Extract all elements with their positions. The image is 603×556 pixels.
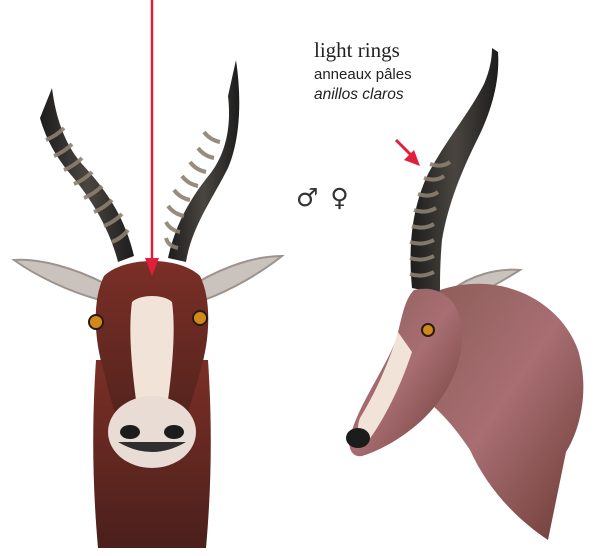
front-right-ear [198, 256, 282, 300]
red-pointer-arrow [396, 140, 420, 166]
front-right-eye [193, 311, 207, 325]
sex-symbols: ♂ ♀ [296, 184, 351, 213]
label-french: anneaux pâles [314, 66, 412, 83]
side-horn [410, 48, 498, 294]
front-left-horn [40, 88, 134, 262]
label-english: light rings [314, 38, 400, 62]
side-eye [422, 324, 434, 336]
front-left-ear [14, 260, 106, 300]
front-left-eye [89, 315, 103, 329]
front-view-head [14, 60, 282, 548]
label-spanish: anillos claros [314, 86, 404, 104]
front-blaze [130, 296, 173, 400]
red-marker-line [145, 0, 159, 276]
front-right-horn [166, 60, 239, 262]
side-view-head [346, 48, 583, 540]
